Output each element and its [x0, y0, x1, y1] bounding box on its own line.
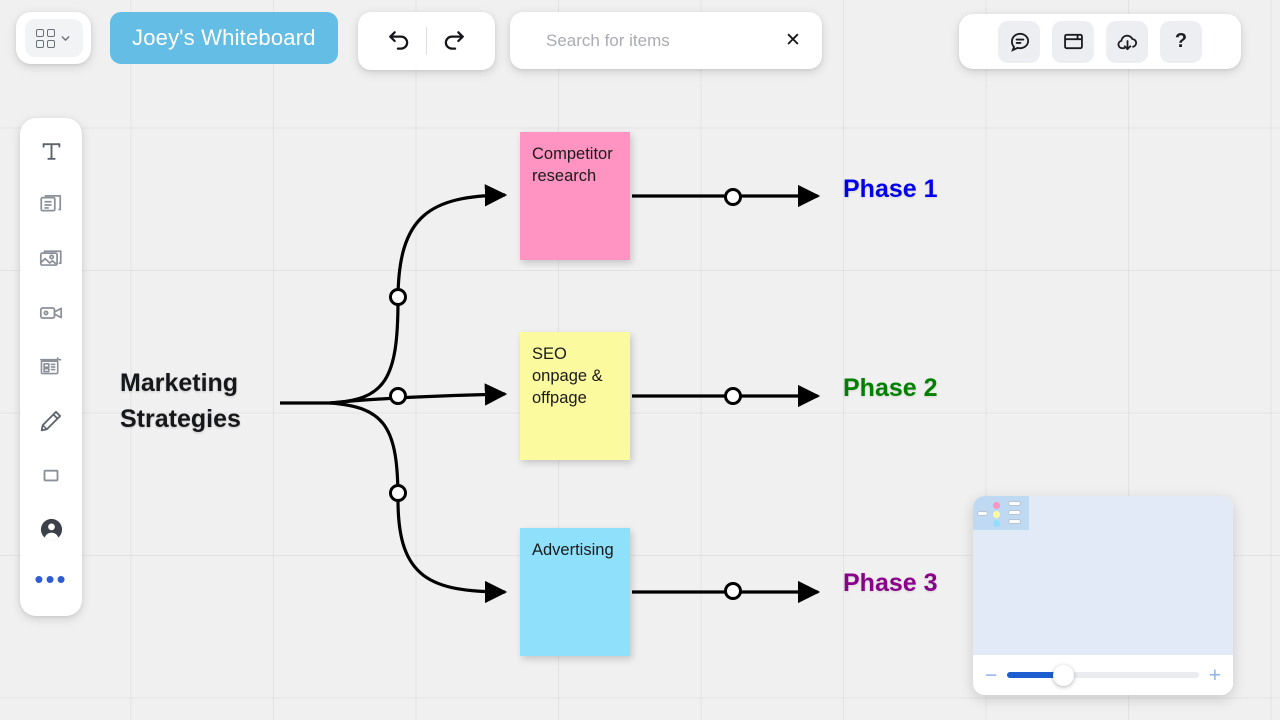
edge-handle-advertising-branch	[389, 484, 407, 502]
presentation-icon	[40, 357, 62, 375]
sticky-note-text: Advertising	[532, 541, 614, 559]
minimap-item-phase-1	[1008, 501, 1021, 506]
minimap-item-note-advertising	[993, 520, 1000, 527]
minimap-panel: − +	[973, 496, 1233, 695]
sticky-note-advertising[interactable]: Advertising	[520, 528, 630, 656]
root-line-2: Strategies	[120, 405, 241, 434]
video-camera-icon	[39, 307, 63, 319]
frame-icon	[1063, 33, 1083, 50]
minimap-item-root	[977, 511, 988, 516]
sticky-notes-icon	[40, 195, 62, 212]
sidebar-item-profile[interactable]	[28, 506, 74, 552]
edge-root-to-competitor	[329, 184, 508, 405]
zoom-slider-fill	[1007, 672, 1063, 678]
sidebar-item-pen[interactable]	[28, 398, 74, 444]
label-phase-3[interactable]: Phase 3	[843, 569, 938, 597]
search-bar[interactable]: ✕	[510, 12, 822, 69]
tools-sidebar: •••	[20, 118, 82, 616]
sticky-note-seo[interactable]: SEO onpage & offpage	[520, 332, 630, 460]
text-icon	[42, 142, 60, 160]
sticky-note-text: Competitor research	[532, 145, 613, 185]
image-icon	[39, 250, 62, 266]
more-dots-icon: •••	[34, 564, 68, 594]
minimap-item-note-competitor	[993, 502, 1000, 509]
label-phase-1[interactable]: Phase 1	[843, 175, 938, 203]
minimap-item-phase-3	[1008, 519, 1021, 524]
pencil-icon	[40, 410, 62, 432]
comment-button[interactable]	[998, 20, 1040, 63]
edge-handle-competitor-branch	[389, 288, 407, 306]
apps-menu-inner	[24, 19, 83, 57]
minimap-canvas[interactable]	[973, 496, 1233, 655]
zoom-out-button[interactable]: −	[985, 663, 998, 687]
edge-root-to-advertising	[329, 401, 508, 604]
zoom-slider-track[interactable]	[1007, 664, 1199, 686]
frame-button[interactable]	[1052, 20, 1094, 63]
export-button[interactable]	[1106, 20, 1148, 63]
sidebar-item-video[interactable]	[28, 290, 74, 336]
edge-root-to-seo	[329, 383, 508, 406]
sidebar-item-more[interactable]: •••	[28, 560, 74, 606]
sticky-note-text: SEO onpage & offpage	[532, 345, 603, 407]
sidebar-item-image[interactable]	[28, 236, 74, 282]
minimap-item-phase-2	[1008, 510, 1021, 515]
edge-handle-phase1	[724, 188, 742, 206]
comment-icon	[1010, 32, 1029, 52]
cloud-download-icon	[1117, 34, 1137, 51]
toolbar-divider	[426, 27, 427, 55]
search-input[interactable]	[546, 30, 767, 51]
sidebar-item-shape[interactable]	[28, 452, 74, 498]
edge-handle-seo-branch	[389, 387, 407, 405]
close-icon[interactable]: ✕	[785, 30, 801, 51]
history-toolbar	[358, 12, 495, 70]
zoom-control: − +	[973, 655, 1233, 695]
board-title[interactable]: Joey's Whiteboard	[110, 12, 338, 64]
help-button[interactable]: ?	[1160, 20, 1202, 63]
undo-button[interactable]	[372, 18, 426, 64]
root-line-1: Marketing	[120, 369, 239, 397]
sidebar-item-text[interactable]	[28, 128, 74, 174]
redo-button[interactable]	[427, 18, 481, 64]
node-marketing-strategies[interactable]: Marketing Strategies	[120, 365, 300, 438]
redo-arrow-icon	[444, 31, 464, 50]
sidebar-item-template[interactable]	[28, 344, 74, 390]
square-icon	[43, 469, 59, 482]
sticky-note-competitor-research[interactable]: Competitor research	[520, 132, 630, 260]
sidebar-item-sticky-notes[interactable]	[28, 182, 74, 228]
edge-handle-phase2	[724, 387, 742, 405]
minimap-item-note-seo	[993, 511, 1000, 518]
chevron-down-icon	[61, 35, 69, 41]
zoom-slider-thumb[interactable]	[1052, 664, 1074, 686]
minimap-viewport-rect[interactable]	[973, 496, 1029, 530]
label-phase-2[interactable]: Phase 2	[843, 374, 938, 402]
zoom-in-button[interactable]: +	[1208, 663, 1221, 687]
utility-toolbar: ?	[959, 14, 1241, 69]
help-icon: ?	[1174, 30, 1188, 52]
apps-menu-button[interactable]	[16, 12, 91, 64]
person-icon	[40, 518, 62, 540]
edge-handle-phase3	[724, 582, 742, 600]
undo-arrow-icon	[389, 31, 409, 50]
grid-apps-icon	[35, 28, 55, 48]
